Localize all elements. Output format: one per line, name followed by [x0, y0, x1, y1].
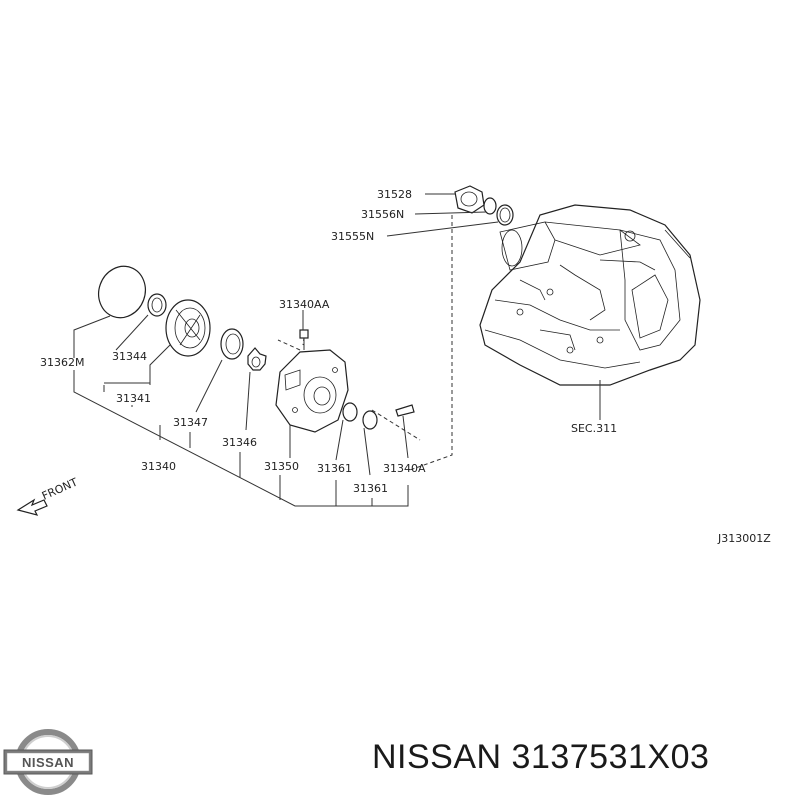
- callout-31528: 31528: [377, 188, 412, 201]
- outer-gear-31347: [220, 328, 244, 360]
- callout-31344: 31344: [112, 350, 147, 363]
- section-label: SEC.311: [571, 422, 617, 435]
- o-ring-31361-b: [362, 410, 378, 430]
- o-ring-31361-a: [342, 402, 358, 422]
- transmission-housing: [479, 204, 701, 386]
- callout-31361-a: 31361: [317, 462, 352, 475]
- oil-seal-31344: [147, 293, 167, 317]
- callout-31341: 31341: [116, 392, 151, 405]
- front-label: FRONT: [40, 475, 80, 502]
- svg-text:NISSAN: NISSAN: [22, 755, 74, 770]
- drawing-code: J313001Z: [717, 532, 771, 545]
- callout-31362M: 31362M: [40, 356, 84, 369]
- callout-31556N: 31556N: [361, 208, 404, 221]
- gasket-31362M: [98, 265, 146, 319]
- front-arrow-icon: [16, 498, 48, 516]
- bolt-31340AA: [299, 329, 309, 350]
- callout-31340: 31340: [141, 460, 176, 473]
- callout-31555N: 31555N: [331, 230, 374, 243]
- callout-31350: 31350: [264, 460, 299, 473]
- seal-31528: [454, 185, 485, 214]
- callout-31340AA: 31340AA: [279, 298, 330, 311]
- callout-31340A: 31340A: [383, 462, 426, 475]
- pump-cover-31341: [165, 299, 211, 357]
- pump-housing-31350: [275, 349, 349, 433]
- bolt-31340A: [395, 404, 415, 417]
- nissan-logo: NISSAN: [3, 729, 93, 795]
- inner-gear-31346: [247, 347, 267, 371]
- callout-31361-b: 31361: [353, 482, 388, 495]
- callout-31347: 31347: [173, 416, 208, 429]
- part-number-title: NISSAN 3137531X03: [372, 738, 710, 776]
- ring-31556N: [483, 197, 497, 215]
- seal-31555N: [496, 204, 514, 226]
- callout-31346: 31346: [222, 436, 257, 449]
